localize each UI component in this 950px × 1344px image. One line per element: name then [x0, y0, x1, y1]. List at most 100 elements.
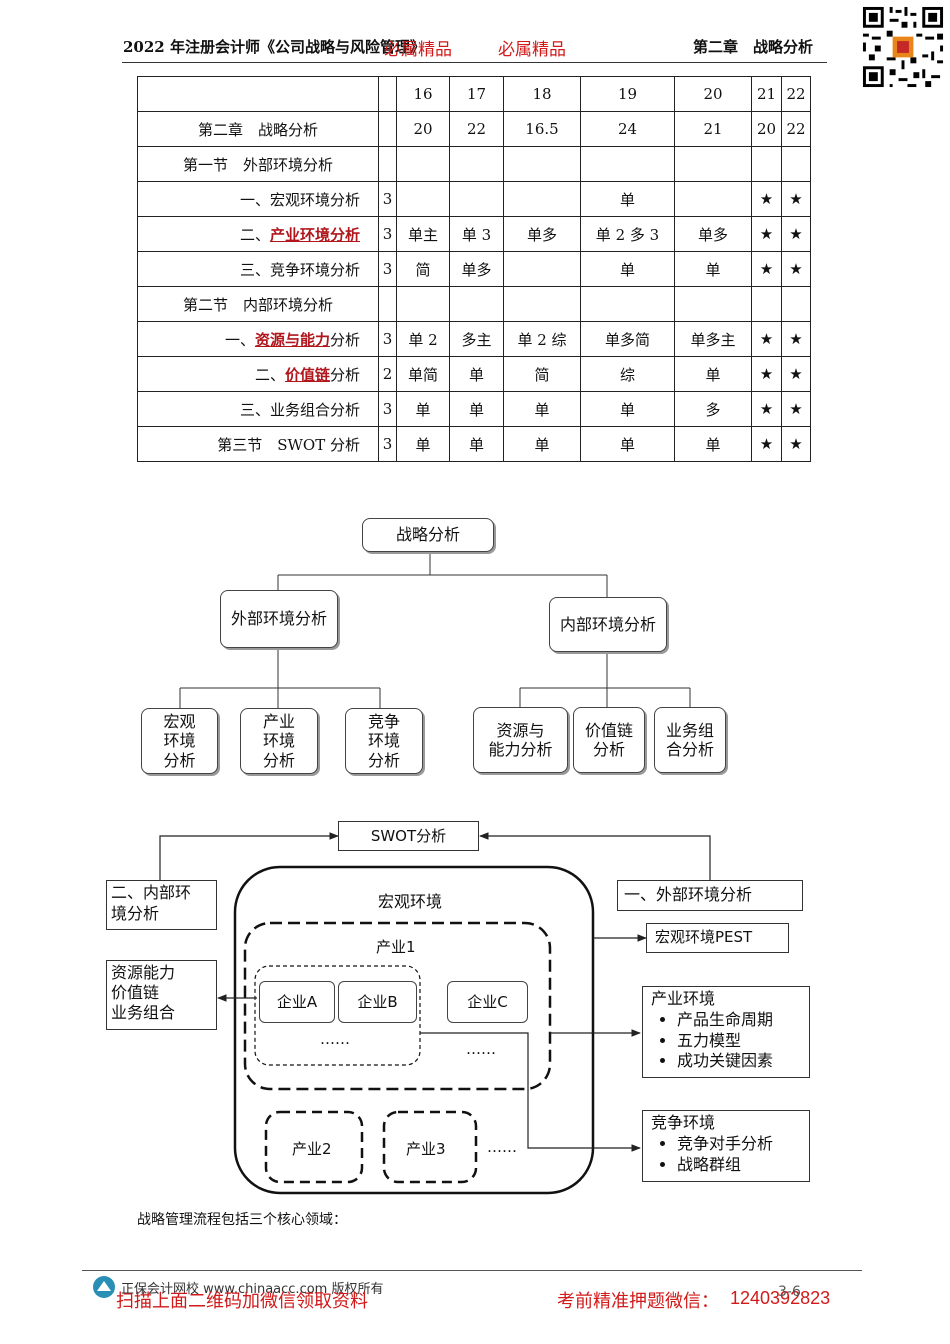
score-cell: ★	[781, 426, 811, 462]
watermark-right: 必属精品	[498, 40, 566, 60]
topic-cell: 一、宏观环境分析	[137, 181, 379, 217]
tree-internal-node: 内部环境分析	[549, 597, 667, 652]
list-item: 产品生命周期	[677, 1010, 805, 1031]
score-cell: 综	[580, 356, 675, 392]
score-cell: ★	[781, 181, 811, 217]
score-cell: 单简	[396, 356, 450, 392]
competition-env-list: 竞争对手分析 战略群组	[647, 1134, 805, 1176]
score-cell: ★	[751, 216, 782, 252]
score-cell	[449, 286, 504, 322]
score-cell: 24	[580, 111, 675, 147]
tree-competition-node: 竞争 环境 分析	[345, 708, 423, 774]
body-paragraph: 战略管理流程包括三个核心领域：	[137, 1212, 347, 1228]
internal-items-box: 资源能力 价值链 业务组合	[106, 960, 217, 1030]
competition-env-box: 竞争环境 竞争对手分析 战略群组	[642, 1110, 810, 1182]
score-cell: 单	[503, 391, 581, 427]
score-cell: 单	[580, 426, 675, 462]
company-c-box: 企业C	[447, 981, 528, 1023]
tree-macro-node: 宏观 环境 分析	[141, 708, 218, 774]
score-cell: 单多	[503, 216, 581, 252]
table-row: 第二节 内部环境分析	[137, 286, 811, 322]
footer-wechat-id: 1240392823	[730, 1288, 831, 1308]
topic-prefix: 一、	[224, 330, 255, 349]
score-cell: ★	[751, 426, 782, 462]
score-cell: 单 2 综	[503, 321, 581, 357]
topic-cell: 三、竞争环境分析	[137, 251, 379, 287]
topic-cell: 第三节 SWOT 分析	[137, 426, 379, 462]
score-cell: 单 2	[396, 321, 450, 357]
ellipsis-industries: ……	[487, 1138, 517, 1156]
score-cell: 单	[580, 251, 675, 287]
industry-env-box: 产业环境 产品生命周期 五力模型 成功关键因素	[642, 986, 810, 1078]
company-b-box: 企业B	[338, 981, 417, 1023]
score-cell: 单 3	[449, 216, 504, 252]
env-diagram-shapes	[159, 832, 711, 1195]
score-cell: 多	[674, 391, 752, 427]
score-cell: ★	[781, 251, 811, 287]
score-cell: ★	[781, 391, 811, 427]
logo-icon	[93, 1276, 115, 1298]
score-cell: 单多主	[674, 321, 752, 357]
year-cell: 22	[781, 76, 811, 112]
industry-env-list: 产品生命周期 五力模型 成功关键因素	[647, 1010, 805, 1072]
score-cell: 单	[674, 426, 752, 462]
tree-valuechain-node: 价值链 分析	[573, 707, 645, 773]
score-cell: ★	[751, 251, 782, 287]
topic-cell: 二、价值链分析	[137, 356, 379, 392]
topic-suffix: 分析	[329, 365, 360, 384]
list-item: 成功关键因素	[677, 1051, 805, 1072]
score-cell	[674, 286, 752, 322]
score-cell	[503, 181, 581, 217]
score-cell: 单	[449, 426, 504, 462]
watermark-left: 必属精品	[384, 40, 452, 60]
page-number: 3-6	[778, 1284, 801, 1300]
header-cell	[137, 76, 379, 112]
tree-resource-node: 资源与 能力分析	[473, 707, 568, 773]
score-cell	[503, 146, 581, 182]
topic-highlight: 价值链	[284, 365, 330, 384]
internal-analysis-box: 二、内部环 境分析	[106, 880, 217, 930]
tree-external-node: 外部环境分析	[220, 590, 338, 648]
year-cell: 16	[396, 76, 450, 112]
industry3-label: 产业3	[406, 1140, 446, 1158]
topic-highlight: 产业环境分析	[269, 225, 360, 244]
header-rule	[122, 62, 827, 63]
score-cell: 20	[396, 111, 450, 147]
score-cell: ★	[751, 356, 782, 392]
score-cell: 21	[674, 111, 752, 147]
doc-title: 2022 年注册会计师《公司战略与风险管理》	[123, 38, 425, 56]
list-item: 竞争对手分析	[677, 1134, 805, 1155]
score-cell: ★	[781, 356, 811, 392]
table-header-row: 16 17 18 19 20 21 22	[137, 76, 811, 112]
score-cell: 单多	[449, 251, 504, 287]
footer-promo-right: 考前精准押题微信：	[557, 1291, 719, 1312]
external-analysis-box: 一、外部环境分析	[617, 880, 803, 911]
footer-rule	[82, 1270, 862, 1271]
ellipsis-group: ……	[320, 1030, 350, 1048]
score-cell: 单	[503, 426, 581, 462]
competition-env-title: 竞争环境	[651, 1113, 716, 1132]
company-a-box: 企业A	[259, 981, 335, 1023]
topic-prefix: 二、	[239, 225, 270, 244]
footer-promo-left: 扫描上面二维码加微信领取资料	[116, 1291, 368, 1312]
industry-env-title: 产业环境	[651, 989, 716, 1008]
list-item: 五力模型	[677, 1031, 805, 1052]
score-cell: ★	[781, 216, 811, 252]
score-cell	[503, 251, 581, 287]
tree-portfolio-node: 业务组 合分析	[654, 707, 726, 773]
score-cell	[751, 286, 782, 322]
qr-code-icon	[860, 4, 946, 90]
topic-cell: 二、产业环境分析	[137, 216, 379, 252]
score-cell: 单	[580, 391, 675, 427]
swot-box: SWOT分析	[338, 821, 479, 851]
score-cell: 单 2 多 3	[580, 216, 675, 252]
tree-root-node: 战略分析	[362, 518, 494, 552]
industry2-label: 产业2	[292, 1140, 332, 1158]
